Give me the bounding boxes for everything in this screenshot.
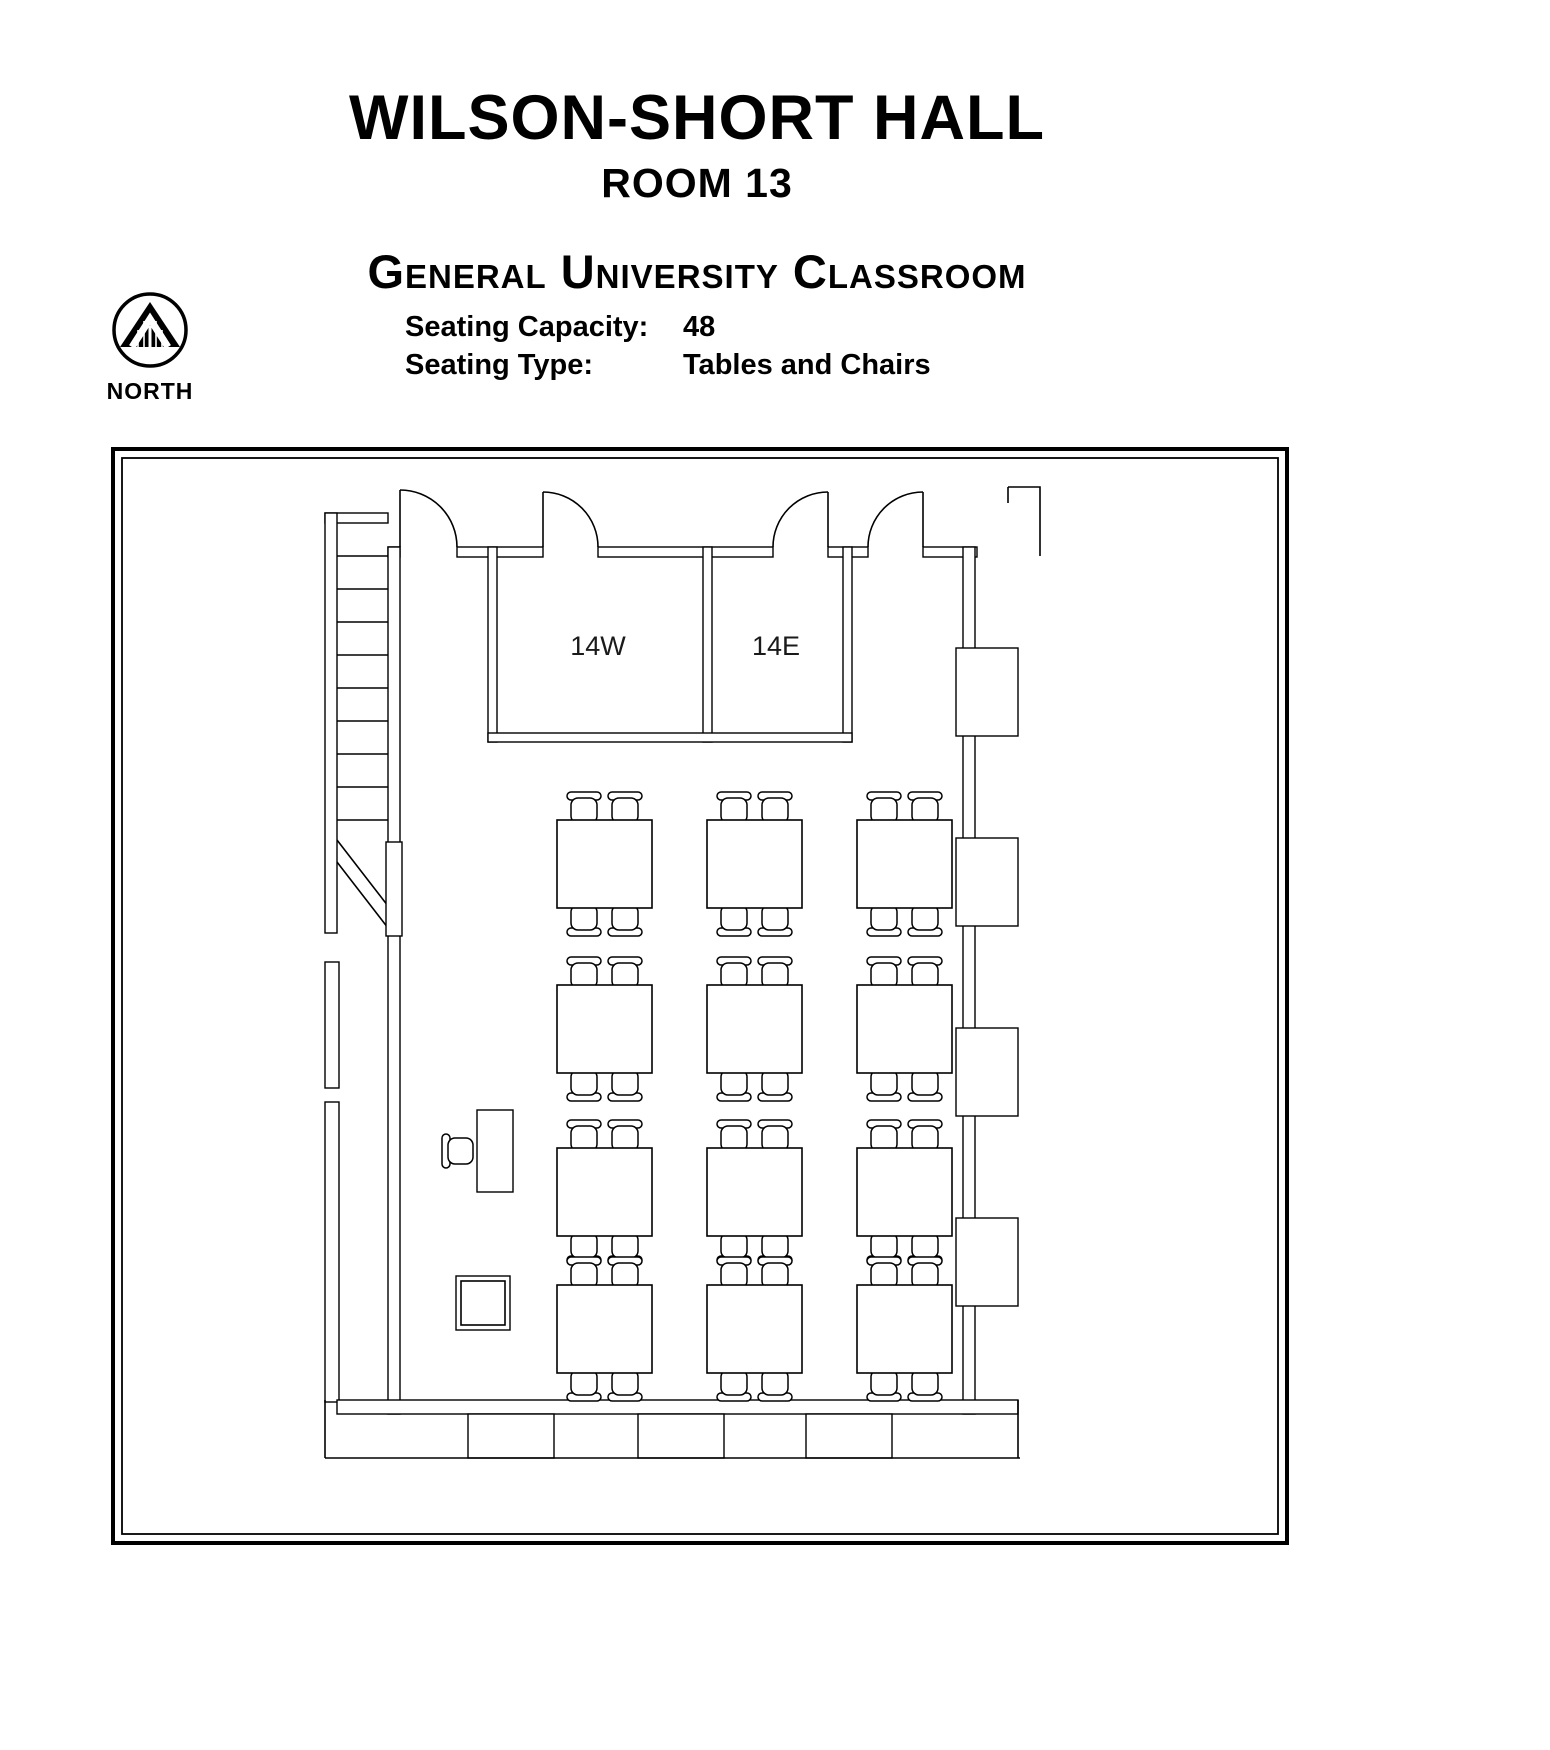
- chair: [566, 1069, 602, 1102]
- chair: [716, 1369, 752, 1402]
- page-title: WILSON-SHORT HALL: [349, 83, 1045, 153]
- chair: [566, 791, 602, 824]
- table-with-chairs: [856, 1119, 953, 1265]
- chair: [866, 904, 902, 937]
- chair: [566, 1256, 602, 1289]
- table: [556, 819, 653, 909]
- chair: [757, 1069, 793, 1102]
- room-label-14e: 14E: [752, 631, 800, 661]
- stair-steps: [336, 555, 389, 929]
- chair: [716, 904, 752, 937]
- seating-type-label: Seating Type:: [405, 349, 593, 381]
- chair: [866, 791, 902, 824]
- table-with-chairs: [856, 956, 953, 1102]
- table: [556, 1147, 653, 1237]
- chair: [716, 1119, 752, 1152]
- chair: [607, 1069, 643, 1102]
- chair: [866, 956, 902, 989]
- chair: [716, 956, 752, 989]
- chair: [566, 1369, 602, 1402]
- seating-info: Seating Capacity: 48 Seating Type: Tables …: [405, 308, 931, 384]
- room-subtitle: ROOM 13: [601, 160, 793, 206]
- top-right-notch: [1007, 486, 1041, 556]
- north-indicator: NORTH: [98, 290, 202, 405]
- chair: [757, 1119, 793, 1152]
- chair: [716, 1256, 752, 1289]
- north-label: NORTH: [106, 378, 194, 404]
- table-with-chairs: [856, 1256, 953, 1402]
- table: [706, 1147, 803, 1237]
- podium: [441, 1109, 514, 1193]
- chair: [607, 791, 643, 824]
- chair: [866, 1119, 902, 1152]
- chair: [566, 956, 602, 989]
- chair: [566, 1119, 602, 1152]
- top-wall: [387, 546, 978, 558]
- table-with-chairs: [706, 791, 803, 937]
- table: [706, 984, 803, 1074]
- chair: [866, 1369, 902, 1402]
- chair: [566, 904, 602, 937]
- bottom-wall: [324, 1399, 1020, 1459]
- table-with-chairs: [556, 1256, 653, 1402]
- chair: [907, 956, 943, 989]
- storage-rooms: 14W 14E: [487, 546, 853, 743]
- table-with-chairs: [706, 956, 803, 1102]
- chair: [866, 1256, 902, 1289]
- left-door-leaf: [385, 841, 403, 937]
- chair: [757, 956, 793, 989]
- chair: [716, 1069, 752, 1102]
- table-with-chairs: [706, 1256, 803, 1402]
- chair: [907, 904, 943, 937]
- seating-type-value: Tables and Chairs: [683, 349, 931, 381]
- chair: [607, 1119, 643, 1152]
- table: [706, 819, 803, 909]
- stairwell: [324, 512, 389, 934]
- plan-border: [111, 447, 1289, 1545]
- seating-capacity-row: Seating Capacity: 48: [405, 308, 931, 346]
- table: [856, 819, 953, 909]
- chair: [907, 1369, 943, 1402]
- table: [556, 1284, 653, 1374]
- table-with-chairs: [856, 791, 953, 937]
- doors: [399, 489, 924, 548]
- chair: [907, 1256, 943, 1289]
- chair: [716, 791, 752, 824]
- chair: [907, 791, 943, 824]
- chair: [907, 1119, 943, 1152]
- north-compass-icon: [112, 292, 188, 368]
- classroom-heading: General University Classroom: [367, 245, 1027, 298]
- chair: [757, 1369, 793, 1402]
- room-label-14w: 14W: [570, 631, 626, 661]
- chair: [607, 1369, 643, 1402]
- table-with-chairs: [556, 956, 653, 1102]
- chair: [607, 956, 643, 989]
- tables-layer: [556, 791, 953, 1402]
- table: [856, 1147, 953, 1237]
- window-wall: [955, 546, 1019, 1415]
- equipment-table: [455, 1275, 511, 1331]
- chair: [757, 1256, 793, 1289]
- seating-type-row: Seating Type: Tables and Chairs: [405, 346, 931, 384]
- table: [556, 984, 653, 1074]
- chair: [757, 791, 793, 824]
- table-with-chairs: [706, 1119, 803, 1265]
- chair: [866, 1069, 902, 1102]
- chair: [757, 904, 793, 937]
- chair: [607, 1256, 643, 1289]
- table: [856, 984, 953, 1074]
- table: [856, 1284, 953, 1374]
- seating-capacity-label: Seating Capacity:: [405, 311, 649, 343]
- chair: [607, 904, 643, 937]
- table: [706, 1284, 803, 1374]
- chair: [907, 1069, 943, 1102]
- table-with-chairs: [556, 1119, 653, 1265]
- chair: [441, 1133, 474, 1169]
- seating-capacity-value: 48: [683, 311, 716, 343]
- table-with-chairs: [556, 791, 653, 937]
